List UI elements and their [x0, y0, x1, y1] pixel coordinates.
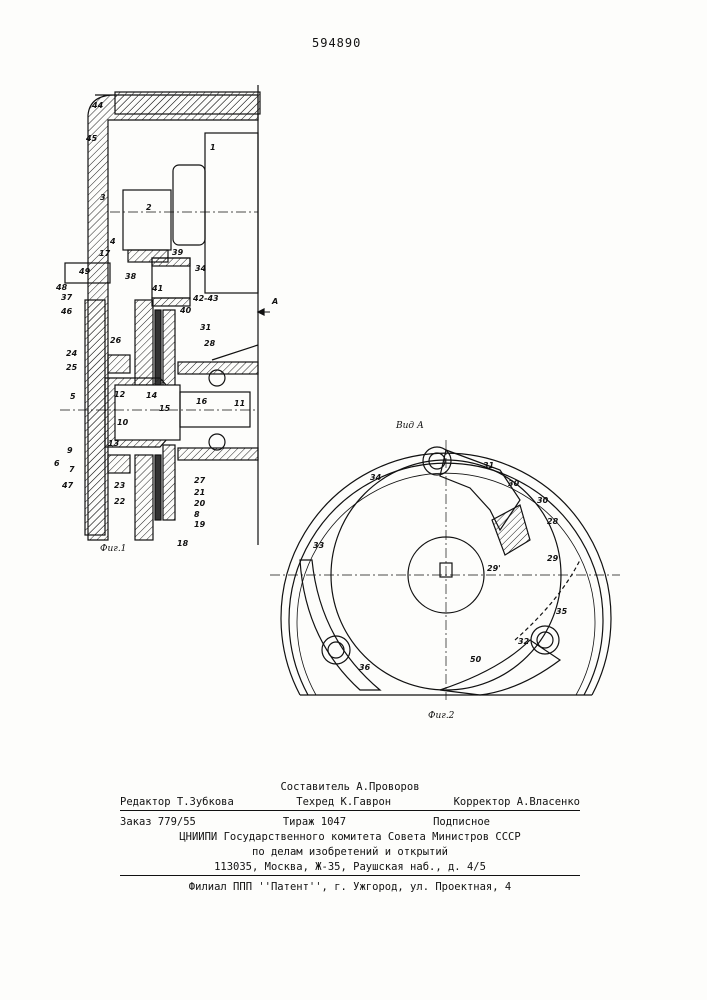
- figure-1-drawing: [60, 85, 270, 545]
- part-label: 30: [537, 496, 549, 505]
- part-label: 19: [194, 520, 206, 529]
- part-label: 35: [556, 607, 568, 616]
- part-label: 49: [78, 267, 91, 276]
- compiler: Составитель А.Проворов: [120, 780, 580, 795]
- part-label: 32: [518, 637, 530, 646]
- part-label: 28: [204, 339, 216, 348]
- part-label: 31: [483, 461, 494, 470]
- circulation: Тираж 1047: [283, 815, 346, 830]
- part-label: 20: [194, 499, 206, 508]
- part-label: 29: [547, 554, 559, 563]
- part-label: 29': [487, 564, 501, 573]
- part-label: 26: [110, 336, 122, 345]
- part-label: A: [271, 297, 278, 306]
- subscription: Подписное: [433, 815, 490, 830]
- part-label: 7: [69, 465, 75, 474]
- part-label: 31: [200, 323, 211, 332]
- part-label: 36: [359, 663, 371, 672]
- part-label: 23: [114, 481, 126, 490]
- part-label: 46: [60, 307, 73, 316]
- part-label: 11: [234, 399, 245, 408]
- editor: Редактор Т.Зубкова: [120, 795, 234, 810]
- staff-row: Редактор Т.Зубкова Техред К.Гаврон Корре…: [120, 795, 580, 811]
- part-label: 47: [61, 481, 74, 490]
- part-label: 12: [114, 390, 126, 399]
- part-label: 34: [195, 264, 207, 273]
- colophon: Составитель А.Проворов Редактор Т.Зубков…: [120, 780, 580, 895]
- address: 113035, Москва, Ж-35, Раушская наб., д. …: [120, 860, 580, 876]
- part-label: 3: [100, 193, 106, 202]
- part-label: 21: [194, 488, 205, 497]
- part-label: 45: [85, 134, 98, 143]
- part-label: 28: [547, 517, 559, 526]
- part-label: 5: [70, 392, 76, 401]
- part-label: 50: [470, 655, 482, 664]
- figure-1-caption: Фиг.1: [100, 544, 126, 554]
- part-label: 24: [66, 349, 78, 358]
- view-a-label: Вид А: [395, 421, 424, 431]
- part-label: 4: [109, 237, 116, 246]
- part-label: 6: [54, 459, 60, 468]
- part-label: 1: [210, 143, 216, 152]
- part-label: 13: [108, 439, 120, 448]
- order-row: Заказ 779/55 Тираж 1047 Подписное: [120, 815, 580, 830]
- org-line-2: по делам изобретений и открытий: [120, 845, 580, 860]
- part-label: 30: [508, 479, 520, 488]
- order: Заказ 779/55: [120, 815, 196, 830]
- part-label: 42-43: [192, 294, 219, 303]
- part-label: 40: [179, 306, 192, 315]
- part-label: 14: [146, 391, 158, 400]
- part-label: 10: [117, 418, 129, 427]
- part-label: 37: [61, 293, 73, 302]
- part-label: 2: [146, 203, 152, 212]
- part-label: 48: [55, 283, 68, 292]
- part-label: 15: [159, 404, 171, 413]
- part-label: 9: [67, 446, 73, 455]
- part-label: 34: [370, 473, 382, 482]
- part-label: 8: [194, 510, 200, 519]
- part-label: 18: [177, 539, 189, 548]
- part-label: 27: [194, 476, 206, 485]
- part-label: 41: [151, 284, 163, 293]
- part-label: 44: [91, 101, 104, 110]
- part-label: 22: [114, 497, 126, 506]
- part-label: 25: [66, 363, 78, 372]
- part-label: 16: [196, 397, 208, 406]
- part-label: 17: [99, 249, 111, 258]
- part-label: 39: [172, 248, 184, 257]
- part-label: 33: [313, 541, 325, 550]
- figure-2-caption: Фиг.2: [428, 711, 455, 721]
- branch: Филиал ППП ''Патент'', г. Ужгород, ул. П…: [120, 880, 580, 895]
- corrector: Корректор А.Власенко: [454, 795, 580, 810]
- part-label: 38: [125, 272, 137, 281]
- org-line-1: ЦНИИПИ Государственного комитета Совета …: [120, 830, 580, 845]
- figure-2-drawing: [270, 440, 620, 700]
- techred: Техред К.Гаврон: [296, 795, 391, 810]
